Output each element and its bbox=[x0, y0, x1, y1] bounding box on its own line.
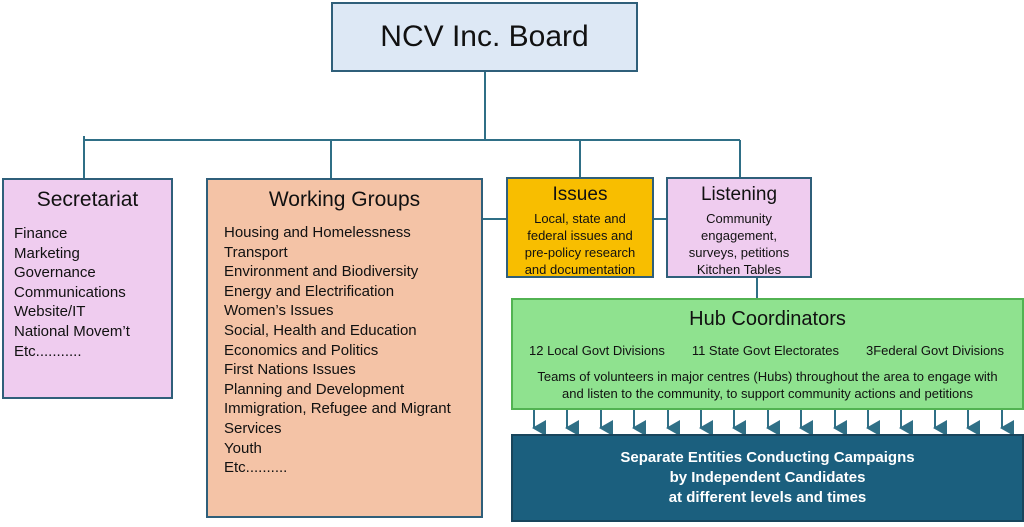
working-group-item: Youth bbox=[224, 439, 262, 457]
secretariat-box: Secretariat Finance Marketing Governance… bbox=[2, 178, 173, 399]
working-group-item: Women’s Issues bbox=[224, 302, 334, 320]
listening-line: engagement, bbox=[701, 228, 777, 243]
working-group-item: Energy and Electrification bbox=[224, 282, 395, 300]
listening-box: Listening Community engagement, surveys,… bbox=[666, 177, 812, 278]
issues-description: Local, state and federal issues and pre-… bbox=[508, 210, 652, 278]
working-group-item: Planning and Development bbox=[224, 380, 405, 398]
secretariat-item: Communications bbox=[14, 283, 126, 301]
working-group-item: Etc.......... bbox=[224, 459, 288, 477]
separate-entities-box: Separate Entities Conducting Campaigns b… bbox=[511, 434, 1024, 522]
working-group-item: First Nations Issues bbox=[224, 361, 356, 379]
hub-coordinators-box: Hub Coordinators 12 Local Govt Divisions… bbox=[511, 298, 1024, 410]
working-groups-title: Working Groups bbox=[268, 188, 421, 211]
working-group-item: Social, Health and Education bbox=[224, 321, 417, 339]
secretariat-list: Finance Marketing Governance Communicati… bbox=[14, 224, 171, 361]
listening-description: Community engagement, surveys, petitions… bbox=[668, 210, 810, 278]
working-group-item: Economics and Politics bbox=[224, 341, 379, 359]
secretariat-title: Secretariat bbox=[36, 188, 139, 211]
hub-divisions: 12 Local Govt Divisions 11 State Govt El… bbox=[529, 343, 1004, 358]
entities-line: by Independent Candidates bbox=[669, 469, 866, 486]
issues-line: Local, state and bbox=[534, 211, 626, 226]
listening-line: Kitchen Tables bbox=[696, 262, 782, 277]
secretariat-item: Website/IT bbox=[14, 303, 86, 321]
secretariat-item: Governance bbox=[14, 264, 96, 282]
issues-box: Issues Local, state and federal issues a… bbox=[506, 177, 654, 278]
working-group-item: Transport bbox=[224, 243, 288, 261]
secretariat-item: Etc........... bbox=[14, 342, 82, 360]
hub-division-state: 11 State Govt Electorates bbox=[691, 343, 839, 358]
hub-division-local: 12 Local Govt Divisions bbox=[529, 343, 665, 358]
issues-line: pre-policy research bbox=[524, 245, 636, 260]
board-box: NCV Inc. Board bbox=[331, 2, 638, 72]
secretariat-item: Finance bbox=[14, 225, 68, 242]
working-group-item: Housing and Homelessness bbox=[224, 224, 411, 241]
issues-line: federal issues and bbox=[527, 228, 633, 243]
listening-line: surveys, petitions bbox=[688, 245, 790, 260]
hub-title: Hub Coordinators bbox=[689, 308, 846, 330]
hub-to-entities-arrows bbox=[532, 410, 1014, 436]
hub-description: Teams of volunteers in major centres (Hu… bbox=[513, 368, 1022, 402]
entities-line: at different levels and times bbox=[668, 489, 867, 506]
secretariat-item: Marketing bbox=[14, 244, 80, 262]
issues-line: and documentation bbox=[524, 262, 636, 277]
listening-line: Community bbox=[706, 211, 772, 226]
hub-division-federal: 3Federal Govt Divisions bbox=[865, 343, 1004, 358]
hub-line: Teams of volunteers in major centres (Hu… bbox=[537, 369, 998, 384]
hub-line: and listen to the community, to support … bbox=[562, 386, 973, 401]
issues-title: Issues bbox=[552, 184, 608, 205]
working-group-item: Immigration, Refugee and Migrant bbox=[224, 400, 451, 418]
listening-title: Listening bbox=[700, 184, 778, 205]
secretariat-item: National Movem’t bbox=[14, 322, 130, 340]
working-group-item: Environment and Biodiversity bbox=[224, 263, 419, 281]
working-groups-box: Working Groups Housing and Homelessness … bbox=[206, 178, 483, 518]
working-groups-list: Housing and Homelessness Transport Envir… bbox=[224, 223, 481, 478]
working-group-item: Services bbox=[224, 419, 282, 437]
entities-line: Separate Entities Conducting Campaigns bbox=[620, 449, 915, 466]
board-title: NCV Inc. Board bbox=[380, 20, 589, 53]
